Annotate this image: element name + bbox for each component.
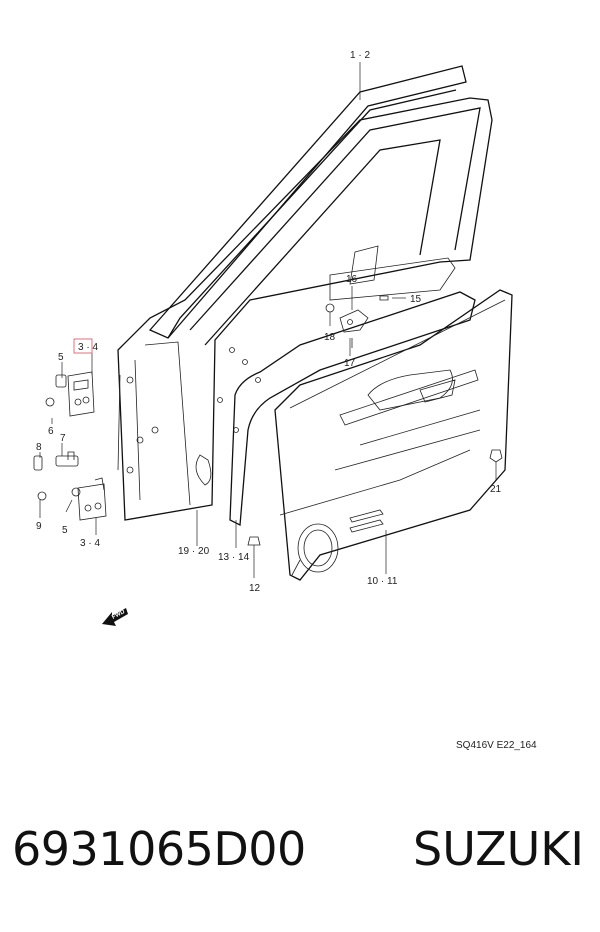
upper-hinge — [45, 371, 95, 417]
parts-diagram: 1 · 2 3 · 4 5 6 7 8 9 5 3 · 4 19 · 20 13… — [33, 50, 538, 751]
callout-3-4-top: 3 · 4 — [78, 342, 98, 353]
callout-7: 7 — [60, 433, 66, 444]
callout-8: 8 — [36, 442, 42, 453]
callout-5-top: 5 — [58, 352, 64, 363]
leader-lines — [39, 62, 497, 578]
door-shell — [117, 97, 493, 521]
callout-9: 9 — [36, 521, 42, 532]
part-number: 6931065D00 — [12, 822, 306, 876]
inner-seal — [229, 291, 476, 527]
fwd-arrow-icon: FWD — [102, 608, 128, 626]
callout-18: 18 — [324, 332, 336, 343]
lower-hinge — [33, 451, 107, 521]
callout-16: 16 — [346, 274, 358, 285]
callout-17: 17 — [344, 358, 356, 369]
callout-19-20: 19 · 20 — [178, 546, 210, 557]
callout-10-11: 10 · 11 — [367, 576, 398, 587]
callout-13-14: 13 · 14 — [218, 552, 250, 563]
callout-6: 6 — [48, 426, 54, 437]
door-trim-panel — [274, 289, 513, 581]
callout-15: 15 — [410, 294, 422, 305]
callout-3-4-bottom: 3 · 4 — [80, 538, 100, 549]
footer — [0, 775, 600, 932]
callout-5-bottom: 5 — [62, 525, 68, 536]
access-hole-cover — [329, 245, 456, 301]
brand-name: SUZUKI — [413, 822, 584, 876]
clip-12 — [247, 536, 261, 546]
highlight-box — [73, 338, 93, 354]
callout-1-2: 1 · 2 — [350, 50, 370, 61]
check-bracket — [325, 295, 389, 348]
callout-21: 21 — [490, 484, 502, 495]
reference-code: SQ416V E22_164 — [456, 740, 537, 751]
callout-12: 12 — [249, 583, 261, 594]
door-exploded-view: 1 · 2 3 · 4 5 6 7 8 9 5 3 · 4 19 · 20 13… — [33, 50, 537, 751]
clip-21 — [489, 449, 503, 463]
